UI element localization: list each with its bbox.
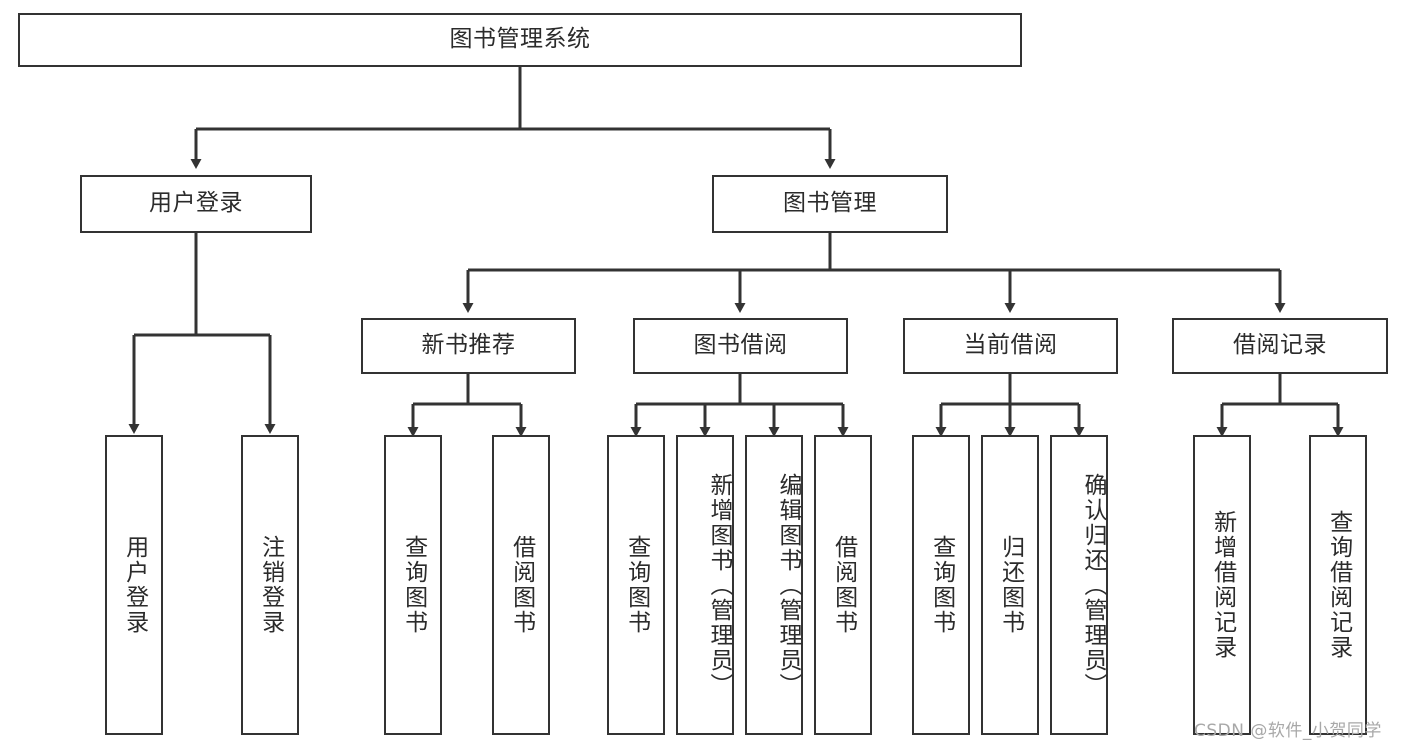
node-user-login[interactable]: 用户登录 <box>80 175 312 233</box>
leaf-query-book-recommend[interactable]: 查询图书 <box>384 435 442 735</box>
node-root[interactable]: 图书管理系统 <box>18 13 1022 67</box>
node-current-borrow[interactable]: 当前借阅 <box>903 318 1118 374</box>
node-borrow-record[interactable]: 借阅记录 <box>1172 318 1388 374</box>
node-new-book-recommend[interactable]: 新书推荐 <box>361 318 576 374</box>
leaf-add-borrow-record[interactable]: 新增借阅记录 <box>1193 435 1251 735</box>
node-book-borrow[interactable]: 图书借阅 <box>633 318 848 374</box>
leaf-user-login[interactable]: 用户登录 <box>105 435 163 735</box>
leaf-query-book-current[interactable]: 查询图书 <box>912 435 970 735</box>
csdn-watermark: CSDN @软件_小贺同学 <box>1194 721 1382 741</box>
leaf-borrow-book[interactable]: 借阅图书 <box>814 435 872 735</box>
leaf-logout-login[interactable]: 注销登录 <box>241 435 299 735</box>
leaf-borrow-book-recommend[interactable]: 借阅图书 <box>492 435 550 735</box>
leaf-return-book[interactable]: 归还图书 <box>981 435 1039 735</box>
node-book-manage[interactable]: 图书管理 <box>712 175 948 233</box>
leaf-query-book-borrow[interactable]: 查询图书 <box>607 435 665 735</box>
leaf-query-borrow-record[interactable]: 查询借阅记录 <box>1309 435 1367 735</box>
leaf-edit-book[interactable]: 编辑图书（管理员） <box>745 435 803 735</box>
leaf-add-book[interactable]: 新增图书（管理员） <box>676 435 734 735</box>
leaf-confirm-return[interactable]: 确认归还（管理员） <box>1050 435 1108 735</box>
